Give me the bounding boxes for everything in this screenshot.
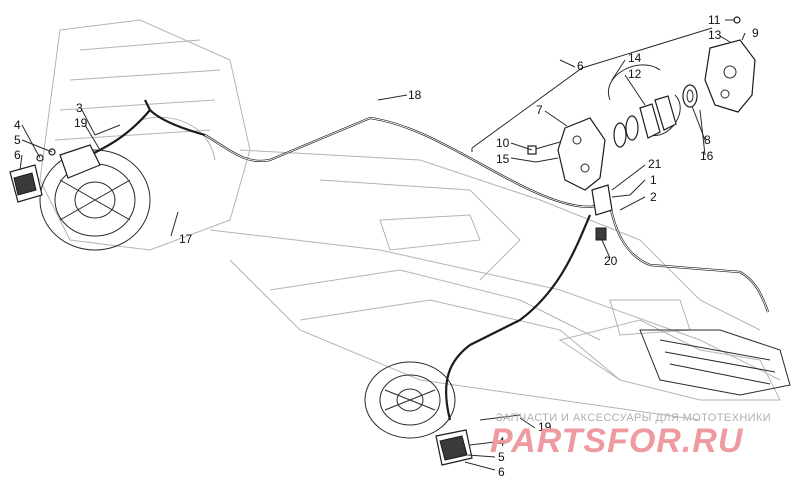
callout-7: 7 [536, 103, 543, 117]
rear-caliper-assembly [435, 429, 473, 466]
caliper-bracket-9 [704, 39, 756, 113]
rear-wheel-hub [364, 361, 456, 439]
caliper-group-bracket [471, 27, 713, 152]
watermark-tagline: ЗАПЧАСТИ И АКСЕССУАРЫ ДЛЯ МОТОТЕХНИКИ [496, 412, 771, 424]
callout-5-bottom: 5 [498, 450, 505, 464]
callout-4-bottom: 4 [498, 435, 505, 449]
callout-6-bottom: 6 [498, 465, 505, 479]
callout-18: 18 [408, 88, 422, 102]
callout-19-bottom: 19 [538, 420, 552, 434]
callout-2: 2 [650, 190, 657, 204]
atv-frame-outline [39, 19, 781, 421]
junction-block [591, 184, 631, 216]
callout-4-top: 4 [14, 118, 21, 132]
watermark-brand: PARTSFOR.RU [490, 422, 744, 460]
watermark: ЗАПЧАСТИ И АКСЕССУАРЫ ДЛЯ МОТОТЕХНИКИ PA… [490, 412, 771, 460]
callout-8: 8 [704, 133, 711, 147]
callout-21: 21 [648, 157, 662, 171]
brake-hose-18 [204, 116, 601, 208]
rear-bolt-19 [479, 414, 521, 421]
brake-pad-12 [639, 95, 677, 139]
brake-hose-front-left [79, 99, 206, 161]
piston-seal-14 [607, 64, 681, 148]
callout-9: 9 [752, 26, 759, 40]
callout-20: 20 [604, 254, 618, 268]
callout-15: 15 [496, 152, 510, 166]
callout-17: 17 [179, 232, 193, 246]
callout-19-top: 19 [74, 116, 88, 130]
callout-10: 10 [496, 136, 510, 150]
bolt-15 [535, 157, 559, 163]
callout-1: 1 [650, 173, 657, 187]
callout-6-top: 6 [577, 59, 584, 73]
front-caliper-mount [59, 124, 121, 179]
callout-labels: 18 6 7 10 15 14 12 11 13 9 8 16 21 1 2 2… [14, 13, 759, 479]
callout-6-left: 6 [14, 148, 21, 162]
callout-11: 11 [708, 13, 721, 27]
callout-14: 14 [628, 51, 642, 65]
leader-lines [19, 19, 746, 471]
callout-12: 12 [628, 67, 642, 81]
bolt-10 [527, 141, 561, 155]
callout-16: 16 [700, 149, 714, 163]
caliper-housing-7 [557, 117, 606, 191]
brake-hose-down [445, 214, 592, 421]
callout-5-top: 5 [14, 133, 21, 147]
piston-ring [682, 84, 698, 108]
brake-hose-rear [608, 204, 770, 313]
callout-3: 3 [76, 101, 83, 115]
front-caliper-assembly [9, 148, 56, 203]
callout-13: 13 [708, 28, 722, 42]
rear-track-assembly [639, 329, 791, 396]
brake-switch-20 [595, 227, 607, 241]
